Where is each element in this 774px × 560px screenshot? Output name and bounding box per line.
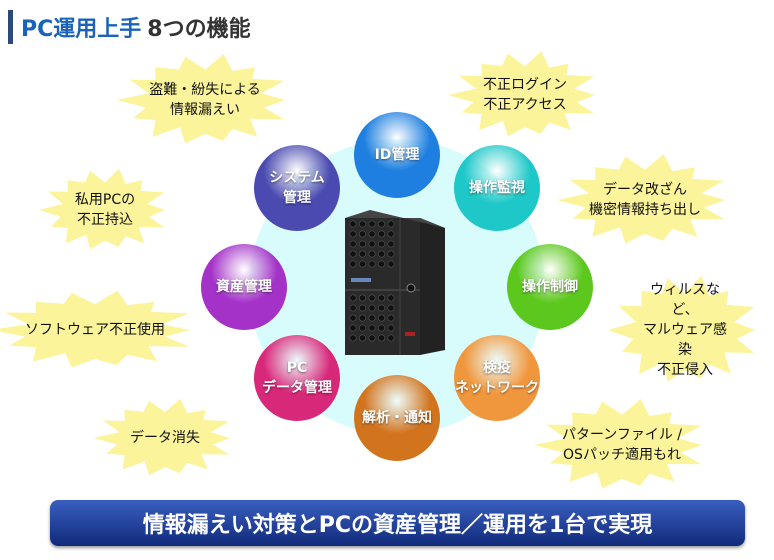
- title-text: 8つの機能: [147, 17, 251, 42]
- burst-shape: [608, 275, 755, 382]
- burst-shape: [557, 154, 725, 244]
- threat-label: ウィルスなど、 マルウェア感染 不正侵入: [643, 282, 727, 378]
- function-circle: 操作制御: [507, 244, 593, 330]
- burst-shape: [93, 398, 230, 476]
- threat-label: データ消失: [130, 430, 200, 446]
- function-circle: 資産管理: [201, 244, 287, 330]
- page-title: PC運用上手 8つの機能: [8, 10, 251, 44]
- function-circle: ID管理: [354, 112, 440, 198]
- burst-shape: [534, 399, 702, 489]
- server-image: [345, 210, 445, 355]
- burst-shape: [448, 51, 595, 137]
- threat-label: データ改ざん 機密情報持ち出し: [589, 182, 701, 218]
- function-circle: 解析・通知: [354, 375, 440, 461]
- burst-shape: [39, 168, 165, 250]
- brand-name: PC運用上手: [21, 17, 142, 42]
- function-circle: PC データ管理: [254, 335, 340, 421]
- function-circle: システム 管理: [254, 145, 340, 231]
- burst-shape: [0, 290, 190, 368]
- title-accent-bar: [8, 10, 13, 44]
- burst-shape: [117, 54, 285, 144]
- summary-banner: 情報漏えい対策とPCの資産管理／運用を1台で実現: [50, 500, 745, 546]
- function-circle: 検疫 ネットワーク: [454, 335, 540, 421]
- threat-label: ソフトウェア不正使用: [25, 322, 165, 338]
- threat-label: パターンファイル / OSパッチ適用もれ: [561, 427, 683, 463]
- threat-label: 私用PCの 不正持込: [74, 192, 136, 228]
- function-circle: 操作監視: [454, 145, 540, 231]
- threat-label: 不正ログイン 不正アクセス: [483, 77, 567, 113]
- threat-label: 盗難・紛失による 情報漏えい: [149, 82, 261, 118]
